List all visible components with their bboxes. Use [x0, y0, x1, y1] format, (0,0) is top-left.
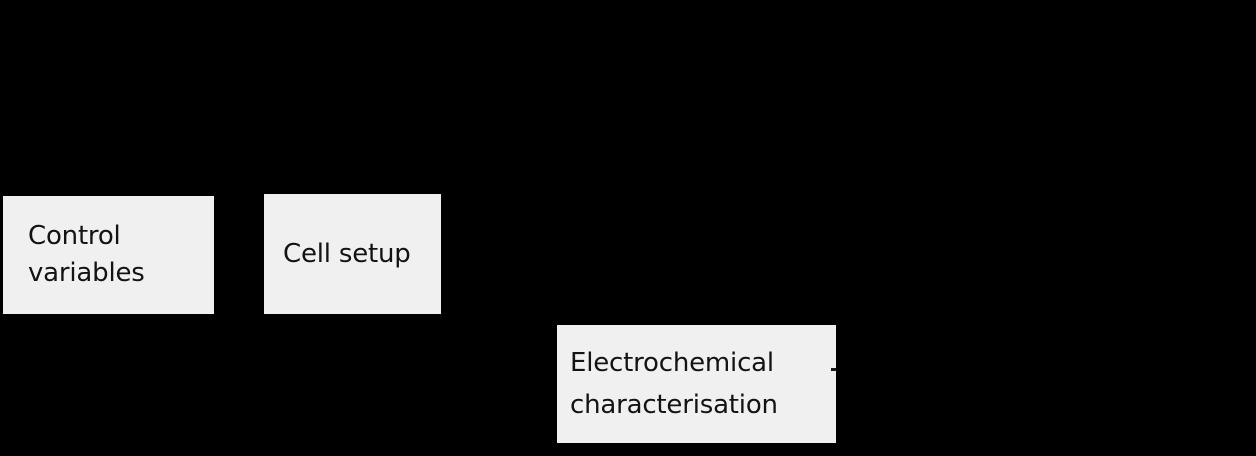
clipped-glyph-fragment	[831, 368, 836, 371]
node-electrochemical-characterisation-line-1: Electrochemical	[570, 348, 774, 378]
node-electrochemical-characterisation[interactable]: Electrochemical characterisation	[557, 325, 836, 443]
node-control-variables-line-2: variables	[28, 258, 145, 288]
node-control-variables[interactable]: Control variables	[3, 196, 214, 314]
node-cell-setup[interactable]: Cell setup	[264, 194, 441, 314]
node-cell-setup-line-1: Cell setup	[283, 238, 411, 269]
node-electrochemical-characterisation-line-2: characterisation	[570, 390, 778, 420]
node-control-variables-line-1: Control	[28, 221, 121, 251]
